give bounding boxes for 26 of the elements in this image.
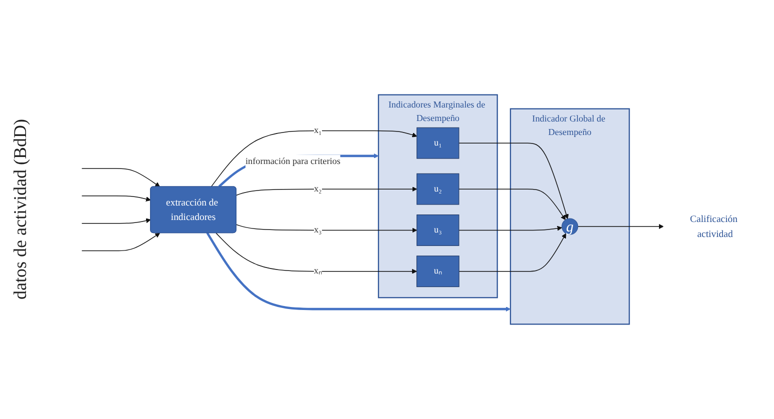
arrow [236,186,418,196]
arrow [206,232,511,312]
arrow [458,188,566,220]
arrow [81,232,160,252]
node-box: u₁ [416,127,460,159]
edge-label: x₂ [314,184,322,194]
edge-label: x₃ [314,225,322,235]
edge-label: información para criterios [245,156,340,166]
node-text: Calificación actividad [690,214,738,240]
node-circle: g [562,218,578,235]
arrow [458,226,562,231]
arrow [458,233,566,272]
arrow [236,224,418,233]
arrow [81,218,151,224]
arrow [578,224,664,229]
edge-label: x₁ [314,126,322,136]
edge-label: xₙ [314,266,322,276]
node-box: uₙ [416,256,460,288]
node-box: u₃ [416,214,460,246]
arrow [81,168,160,188]
arrow [458,142,569,220]
arrow [216,232,417,274]
axis-note: datos de actividad (BdD) [10,119,30,300]
arrow [210,130,418,188]
arrow [81,196,151,202]
node-box: u₂ [416,173,460,205]
